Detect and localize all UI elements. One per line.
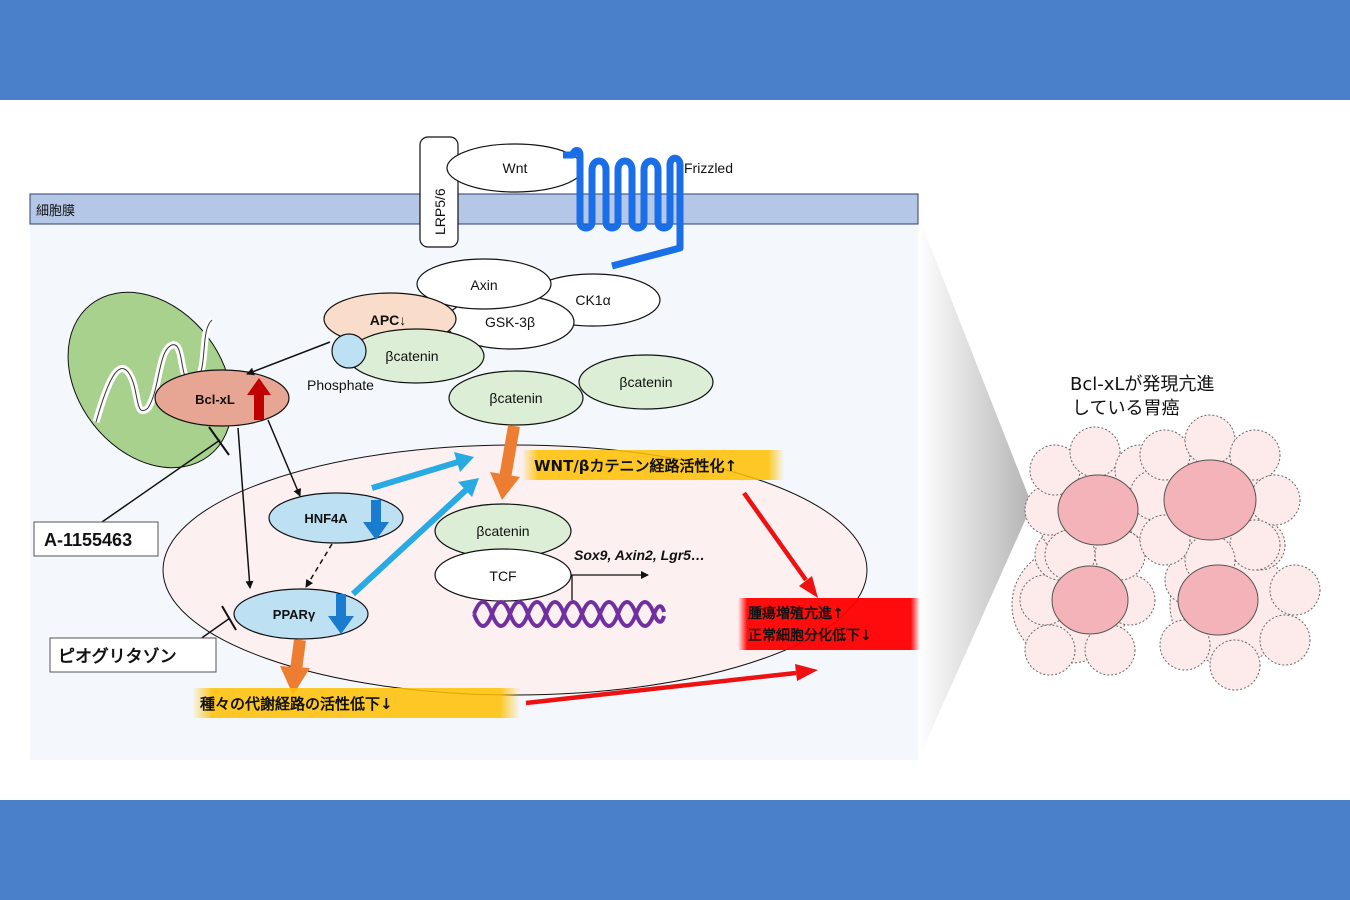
hnf4a-down-arrow-icon: [363, 500, 389, 540]
metabolic-down-label: 種々の代謝経路の活性低下↓: [200, 695, 393, 713]
bottom-banner: [0, 800, 1350, 900]
frizzled-label: Frizzled: [684, 160, 733, 176]
wnt-activation-label: WNT/βカテニン経路活性化↑: [534, 457, 737, 475]
wnt-activation-highlight: [522, 450, 784, 480]
ppar-node: [233, 588, 369, 640]
target-genes-label: Sox9, Axin2, Lgr5…: [574, 547, 705, 563]
zoom-funnel: [918, 215, 1032, 760]
cancer-caption-line1: Bcl-xLが発現亢進: [1070, 374, 1214, 395]
ppar-to-metabolic-arrow: [280, 639, 310, 695]
apc-label: APC↓: [370, 312, 407, 328]
free-bcatenin-b-label: βcatenin: [619, 374, 672, 390]
free-bcatenin-a: [448, 370, 584, 426]
ck1a-label: CK1α: [575, 292, 610, 308]
complex-bcatenin-label: βcatenin: [385, 348, 438, 364]
phosphate-node: [331, 333, 367, 369]
wnt-label: Wnt: [503, 160, 528, 176]
a1155463-label: A-1155463: [44, 530, 132, 550]
tcf-label: TCF: [489, 568, 516, 584]
wnt-to-outcome-arrow: [742, 491, 818, 598]
dna-helix: [472, 600, 666, 628]
nuclear-bcatenin-label: βcatenin: [476, 523, 529, 539]
a1155463-box: [33, 521, 159, 557]
bclxl-to-hnf4a-arrow: [267, 419, 301, 497]
membrane-label: 細胞膜: [36, 204, 75, 219]
ppar-label: PPARγ: [273, 607, 316, 622]
outcome-line1: 腫瘍増殖亢進↑: [748, 605, 844, 622]
metabolic-to-outcome-arrow: [525, 664, 818, 706]
lrp-label: LRP5/6: [432, 188, 448, 235]
pioglitazone-box: [49, 637, 217, 673]
cell-membrane: [29, 193, 919, 225]
outcome-line2: 正常細胞分化低下↓: [748, 627, 872, 644]
bcatenin-nuclear-entry-arrow: [490, 424, 520, 500]
frizzled-receptor: [563, 147, 684, 270]
outcome-highlight: [738, 598, 920, 650]
phosphate-label: Phosphate: [307, 377, 374, 393]
pioglitazone-label: ピオグリタゾン: [58, 646, 177, 667]
ppar-down-arrow-icon: [328, 594, 354, 634]
axin-node: [416, 258, 552, 310]
hnf4a-label: HNF4A: [304, 511, 348, 526]
free-bcatenin-b: [578, 354, 714, 410]
hnf4a-to-wnt-arrow: [371, 452, 474, 491]
bclxl-to-ppar-arrow: [237, 427, 254, 589]
bclxl-label: Bcl-xL: [195, 392, 235, 407]
metabolic-highlight: [192, 688, 520, 718]
axin-label: Axin: [470, 277, 497, 293]
gastric-cancer-illustration: [1011, 414, 1321, 691]
transcription-arrow: [571, 571, 649, 600]
apc-to-bclxl-arrow: [246, 341, 331, 376]
a1155463-inhibition: [101, 426, 230, 523]
free-bcatenin-a-label: βcatenin: [489, 390, 542, 406]
gsk3b-label: GSK-3β: [485, 314, 535, 330]
ppar-to-wnt-arrow: [350, 478, 479, 597]
bclxl-up-arrow-icon: [247, 378, 271, 420]
cancer-caption-line2: している胃癌: [1072, 398, 1179, 419]
top-banner: [0, 0, 1350, 100]
